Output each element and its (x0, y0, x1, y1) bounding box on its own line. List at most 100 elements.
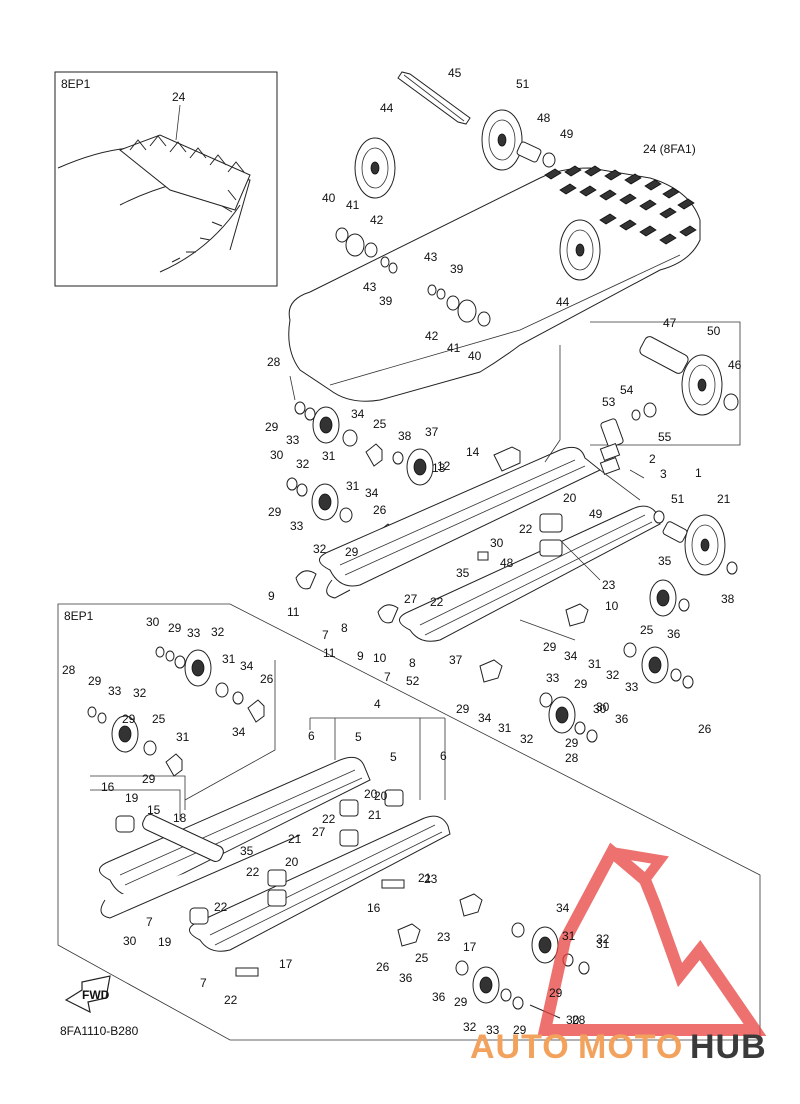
cross-shaft-15 (115, 814, 224, 925)
callout-31: 31 (498, 721, 512, 735)
callout-37: 37 (425, 425, 439, 439)
callout-21: 21 (418, 871, 432, 885)
callout-33: 33 (108, 684, 122, 698)
bearings-left (335, 227, 398, 274)
callout-29: 29 (456, 702, 470, 716)
watermark-logo-icon (537, 842, 767, 1036)
callout-31: 31 (588, 657, 602, 671)
slide-rail-lower-right (189, 815, 451, 952)
slide-rail-upper-right (399, 505, 661, 642)
fwd-label: FWD (82, 988, 110, 1002)
callout-48: 48 (500, 556, 514, 570)
callout-1: 1 (695, 466, 702, 480)
callout-28: 28 (572, 1013, 586, 1027)
brackets-mid-right (479, 603, 589, 683)
callout-18: 18 (173, 811, 187, 825)
callout-6: 6 (440, 749, 447, 763)
callout-49: 49 (560, 127, 574, 141)
wheel-37-upper (392, 448, 434, 486)
collar-46 (723, 393, 739, 411)
inset-top-frame: 8EP1 24 (54, 71, 278, 287)
watermark-hub: HUB (690, 1028, 767, 1066)
callout-50: 50 (707, 324, 721, 338)
callout-40: 40 (322, 191, 336, 205)
callout-36: 36 (399, 971, 413, 985)
callout-22: 22 (430, 595, 444, 609)
callout-43: 43 (424, 250, 438, 264)
rail-end-caps-upper (295, 570, 399, 624)
callout-9: 9 (268, 589, 275, 603)
callout-37: 37 (449, 653, 463, 667)
callout-31: 31 (562, 929, 576, 943)
callout-21: 21 (368, 808, 382, 822)
slide-rail-upper-left (319, 446, 601, 599)
callout-21: 21 (288, 832, 302, 846)
callout-34: 34 (564, 649, 578, 663)
callout-30: 30 (490, 536, 504, 550)
callout-33: 33 (546, 671, 560, 685)
callout-35: 35 (456, 566, 470, 580)
callout-30: 30 (566, 1013, 580, 1027)
callout-54: 54 (620, 383, 634, 397)
callout-16: 16 (101, 780, 115, 794)
callout-23: 23 (424, 872, 438, 886)
watermark-moto: MOTO (578, 1028, 683, 1066)
bearing-49-top (542, 152, 556, 168)
wheel-44-top (354, 137, 396, 199)
callout-20: 20 (563, 491, 577, 505)
callout-39: 39 (379, 294, 393, 308)
inset-top-label: 8EP1 (61, 77, 91, 91)
callout-4: 4 (374, 697, 381, 711)
callout-2: 2 (649, 452, 656, 466)
wheel-37-lower (649, 579, 690, 617)
callout-16: 16 (367, 901, 381, 915)
callout-11: 11 (287, 605, 300, 619)
callout-7: 7 (146, 915, 153, 929)
callout-3: 3 (660, 467, 667, 481)
idler-shaft-47 (639, 336, 689, 374)
fwd-arrow-icon: FWD (64, 975, 111, 1014)
callout-8: 8 (341, 621, 348, 635)
inset-bottom-frame: 8EP1 (57, 603, 761, 1041)
callout-20: 20 (364, 787, 378, 801)
callout-52: 52 (406, 674, 420, 688)
callout-32: 32 (313, 542, 327, 556)
inset-track-section (119, 134, 251, 263)
callout-26: 26 (698, 722, 712, 736)
callout-31: 31 (322, 449, 336, 463)
mid-right-wheels (539, 642, 694, 743)
inset-bottom-label: 8EP1 (64, 609, 94, 623)
wheel-44-mid (559, 219, 601, 281)
callout-31: 31 (222, 652, 236, 666)
callout-22: 22 (246, 865, 260, 879)
callout-51: 51 (671, 492, 685, 506)
drawing-code: 8FA1110-B280 (60, 1024, 139, 1038)
callout-41: 41 (346, 198, 360, 212)
callout-20: 20 (285, 855, 299, 869)
watermark-auto: AUTO (470, 1028, 570, 1066)
callout-22: 22 (224, 993, 238, 1007)
callout-33: 33 (486, 1023, 500, 1037)
slide-rail-lower-left (99, 756, 371, 919)
callout-34: 34 (240, 659, 254, 673)
callout-39: 39 (450, 262, 464, 276)
idler-bracket-outline (590, 321, 741, 446)
track-label: 24 (8FA1) (643, 142, 696, 156)
lower-wheels-left (87, 646, 265, 777)
callout-8: 8 (409, 656, 416, 670)
callout-45: 45 (448, 66, 462, 80)
callout-29: 29 (88, 674, 102, 688)
callout-26: 26 (376, 960, 390, 974)
callout-7: 7 (384, 670, 391, 684)
callout-29: 29 (122, 712, 136, 726)
callout-48: 48 (537, 111, 551, 125)
callout-46: 46 (728, 358, 742, 372)
callout-32: 32 (211, 625, 225, 639)
slide-blocks-lower (235, 789, 405, 977)
inset-top-callout: 24 (172, 90, 186, 104)
callout-10: 10 (605, 599, 619, 613)
idler-wheel-50 (681, 354, 723, 416)
callout-22: 22 (214, 900, 228, 914)
callout-15: 15 (147, 803, 161, 817)
